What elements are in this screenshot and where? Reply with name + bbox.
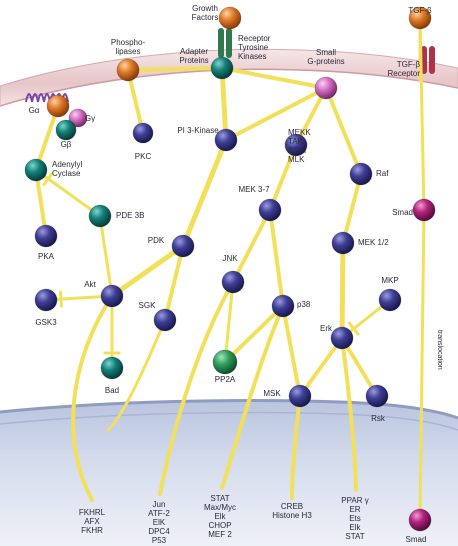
label-smad-upper: Smad <box>392 208 413 217</box>
node-akt <box>101 285 123 307</box>
label-pi3-kinase: PI 3-Kinase <box>177 126 218 135</box>
edge-mek12-erk <box>342 243 343 338</box>
edge-phospho-adapter <box>128 68 222 70</box>
label-translocation: translocation <box>436 330 443 370</box>
node-adapter <box>211 57 233 79</box>
label-adapter-proteins: Adapter Proteins <box>179 47 208 65</box>
label-small-g-proteins: Small G-proteins <box>307 48 344 66</box>
node-mek12 <box>332 232 354 254</box>
node-galpha <box>47 95 69 117</box>
node-growth <box>219 7 241 29</box>
node-smad1 <box>413 199 435 221</box>
label-tgf-beta-receptor: TGF-β Receptor <box>388 60 420 78</box>
label-pde3b: PDE 3B <box>116 211 144 220</box>
node-adenyl <box>25 159 47 181</box>
node-pde <box>89 205 111 227</box>
label-receptor-tyrosine-kinases: Receptor Tyrosine Kinases <box>238 34 270 61</box>
label-phospholipases: Phospho- lipases <box>111 38 145 56</box>
edge-p38-msk <box>283 306 300 396</box>
label-growth-factors: Growth Factors <box>192 4 219 22</box>
label-g-alpha: Gα <box>29 106 40 115</box>
label-gsk3: GSK3 <box>35 318 56 327</box>
label-mekk-group: MEKK TAK ASKI MLK <box>288 128 311 164</box>
edge-akt-pde <box>100 216 112 296</box>
edge-mek37-jnk <box>233 210 270 282</box>
label-jnk: JNK <box>222 254 237 263</box>
node-mek37 <box>259 199 281 221</box>
edge-pi3k-pdk <box>183 140 226 246</box>
node-bad <box>101 357 123 379</box>
node-p38 <box>272 295 294 317</box>
label-g-beta: Gβ <box>61 140 72 149</box>
label-msk: MSK <box>263 389 280 398</box>
node-pka <box>35 225 57 247</box>
label-adenylyl-cyclase: Adenylyl Cyclase <box>52 160 82 178</box>
node-gbeta <box>56 120 76 140</box>
node-sgk <box>154 309 176 331</box>
node-erk <box>331 327 353 349</box>
node-rsk <box>366 385 388 407</box>
label-pdk: PDK <box>148 236 164 245</box>
edge-mek37-p38 <box>270 210 283 306</box>
node-jnk <box>222 271 244 293</box>
label-pp2a: PP2A <box>215 375 235 384</box>
label-mek37: MEK 3-7 <box>238 185 269 194</box>
label-akt: Akt <box>84 280 96 289</box>
label-pka: PKA <box>38 252 54 261</box>
label-rsk: Rsk <box>371 414 385 423</box>
label-bad: Bad <box>105 386 119 395</box>
label-raf: Raf <box>376 169 388 178</box>
node-pkc <box>133 123 153 143</box>
node-raf <box>350 163 372 185</box>
label-jnk-targets: Jun ATF-2 ElK DPC4 P53 <box>148 500 170 545</box>
inhibition-bar-akt-gsk3 <box>61 292 62 306</box>
node-smallg <box>315 77 337 99</box>
label-pkc: PKC <box>135 152 151 161</box>
label-erk-targets: PPAR γ ER Ets Elk STAT <box>341 496 368 541</box>
label-smad-lower: Smad <box>406 535 427 544</box>
label-g-gamma: Gγ <box>85 114 95 123</box>
node-gsk3 <box>35 289 57 311</box>
label-sgk: SGK <box>139 301 156 310</box>
label-p38: p38 <box>297 300 310 309</box>
node-pdk <box>172 235 194 257</box>
edge-smallg-raf <box>326 88 361 174</box>
node-msk <box>289 385 311 407</box>
label-erk: Erk <box>320 324 332 333</box>
label-msk-targets: CREB Histone H3 <box>272 502 312 520</box>
label-p38-targets: STAT Max/Myc Elk CHOP MEF 2 <box>204 494 236 539</box>
label-tgf-beta: TGF-β <box>408 6 431 15</box>
label-mek12: MEK 1/2 <box>358 238 389 247</box>
node-pp2a <box>213 350 237 374</box>
label-fkhr-targets: FKHRL AFX FKHR <box>79 508 105 535</box>
label-mkp: MKP <box>381 276 398 285</box>
node-phospho <box>117 59 139 81</box>
node-mkp <box>379 289 401 311</box>
node-smad2 <box>409 509 431 531</box>
